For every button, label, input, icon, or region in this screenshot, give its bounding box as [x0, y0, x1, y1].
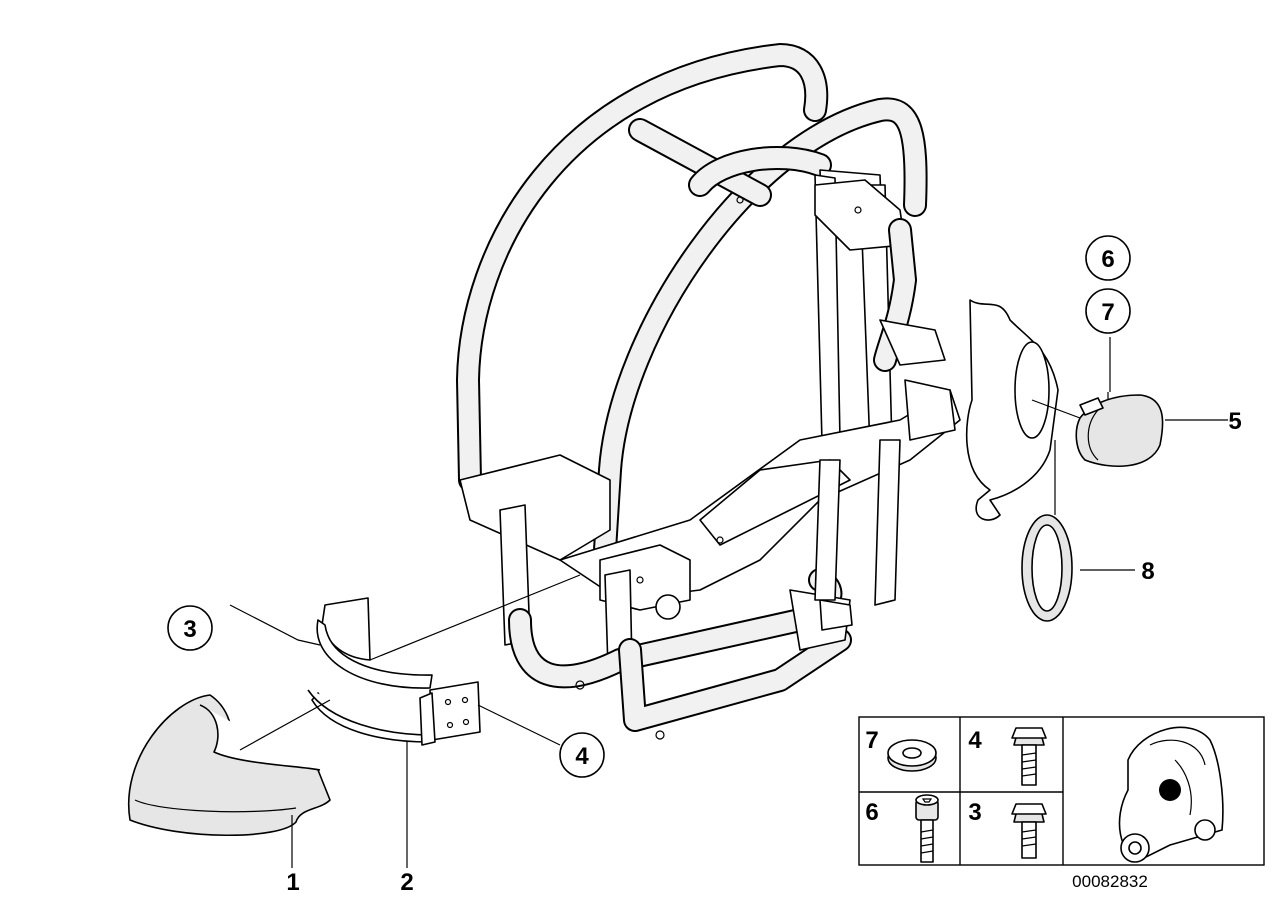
callout-7: 7: [1101, 299, 1114, 326]
upper-shield-part: [316, 597, 433, 689]
callout-4-circle: [559, 732, 605, 778]
front-fairing-part: [127, 694, 331, 837]
callout-7-circle: [1085, 288, 1131, 334]
legend-number-6: 6: [865, 799, 878, 826]
lamp-housing-part: [1075, 392, 1164, 468]
callout-6: 6: [1101, 246, 1114, 273]
callout-6-circle: [1085, 235, 1131, 281]
legend-number-7: 7: [865, 727, 878, 754]
seal-ring-part: [1021, 514, 1073, 622]
callout-3-circle: [167, 605, 213, 651]
socket-screw-icon: [915, 794, 939, 863]
callout-1: 1: [286, 869, 299, 896]
hex-bolt-icon: [1011, 803, 1047, 859]
legend-number-4: 4: [968, 727, 982, 754]
mounting-bracket-part: [419, 681, 481, 746]
side-panel-part: [965, 299, 1059, 521]
vehicle-frame: [456, 43, 961, 740]
callout-5: 5: [1228, 408, 1241, 435]
document-number: 00082832: [1072, 872, 1148, 891]
leader-lines: [229, 337, 1228, 868]
vehicle-locator-icon: [1118, 726, 1224, 863]
callout-8: 8: [1141, 558, 1154, 585]
callout-4: 4: [575, 743, 589, 770]
callout-3: 3: [183, 616, 196, 643]
legend-number-3: 3: [968, 799, 981, 826]
callout-2: 2: [400, 869, 413, 896]
hex-bolt-icon: [1011, 727, 1047, 786]
hardware-legend: 7 4 6 3: [858, 716, 1265, 866]
washer-icon: [887, 739, 937, 772]
location-marker: [1159, 779, 1181, 801]
clamp-band-part: [307, 689, 433, 743]
